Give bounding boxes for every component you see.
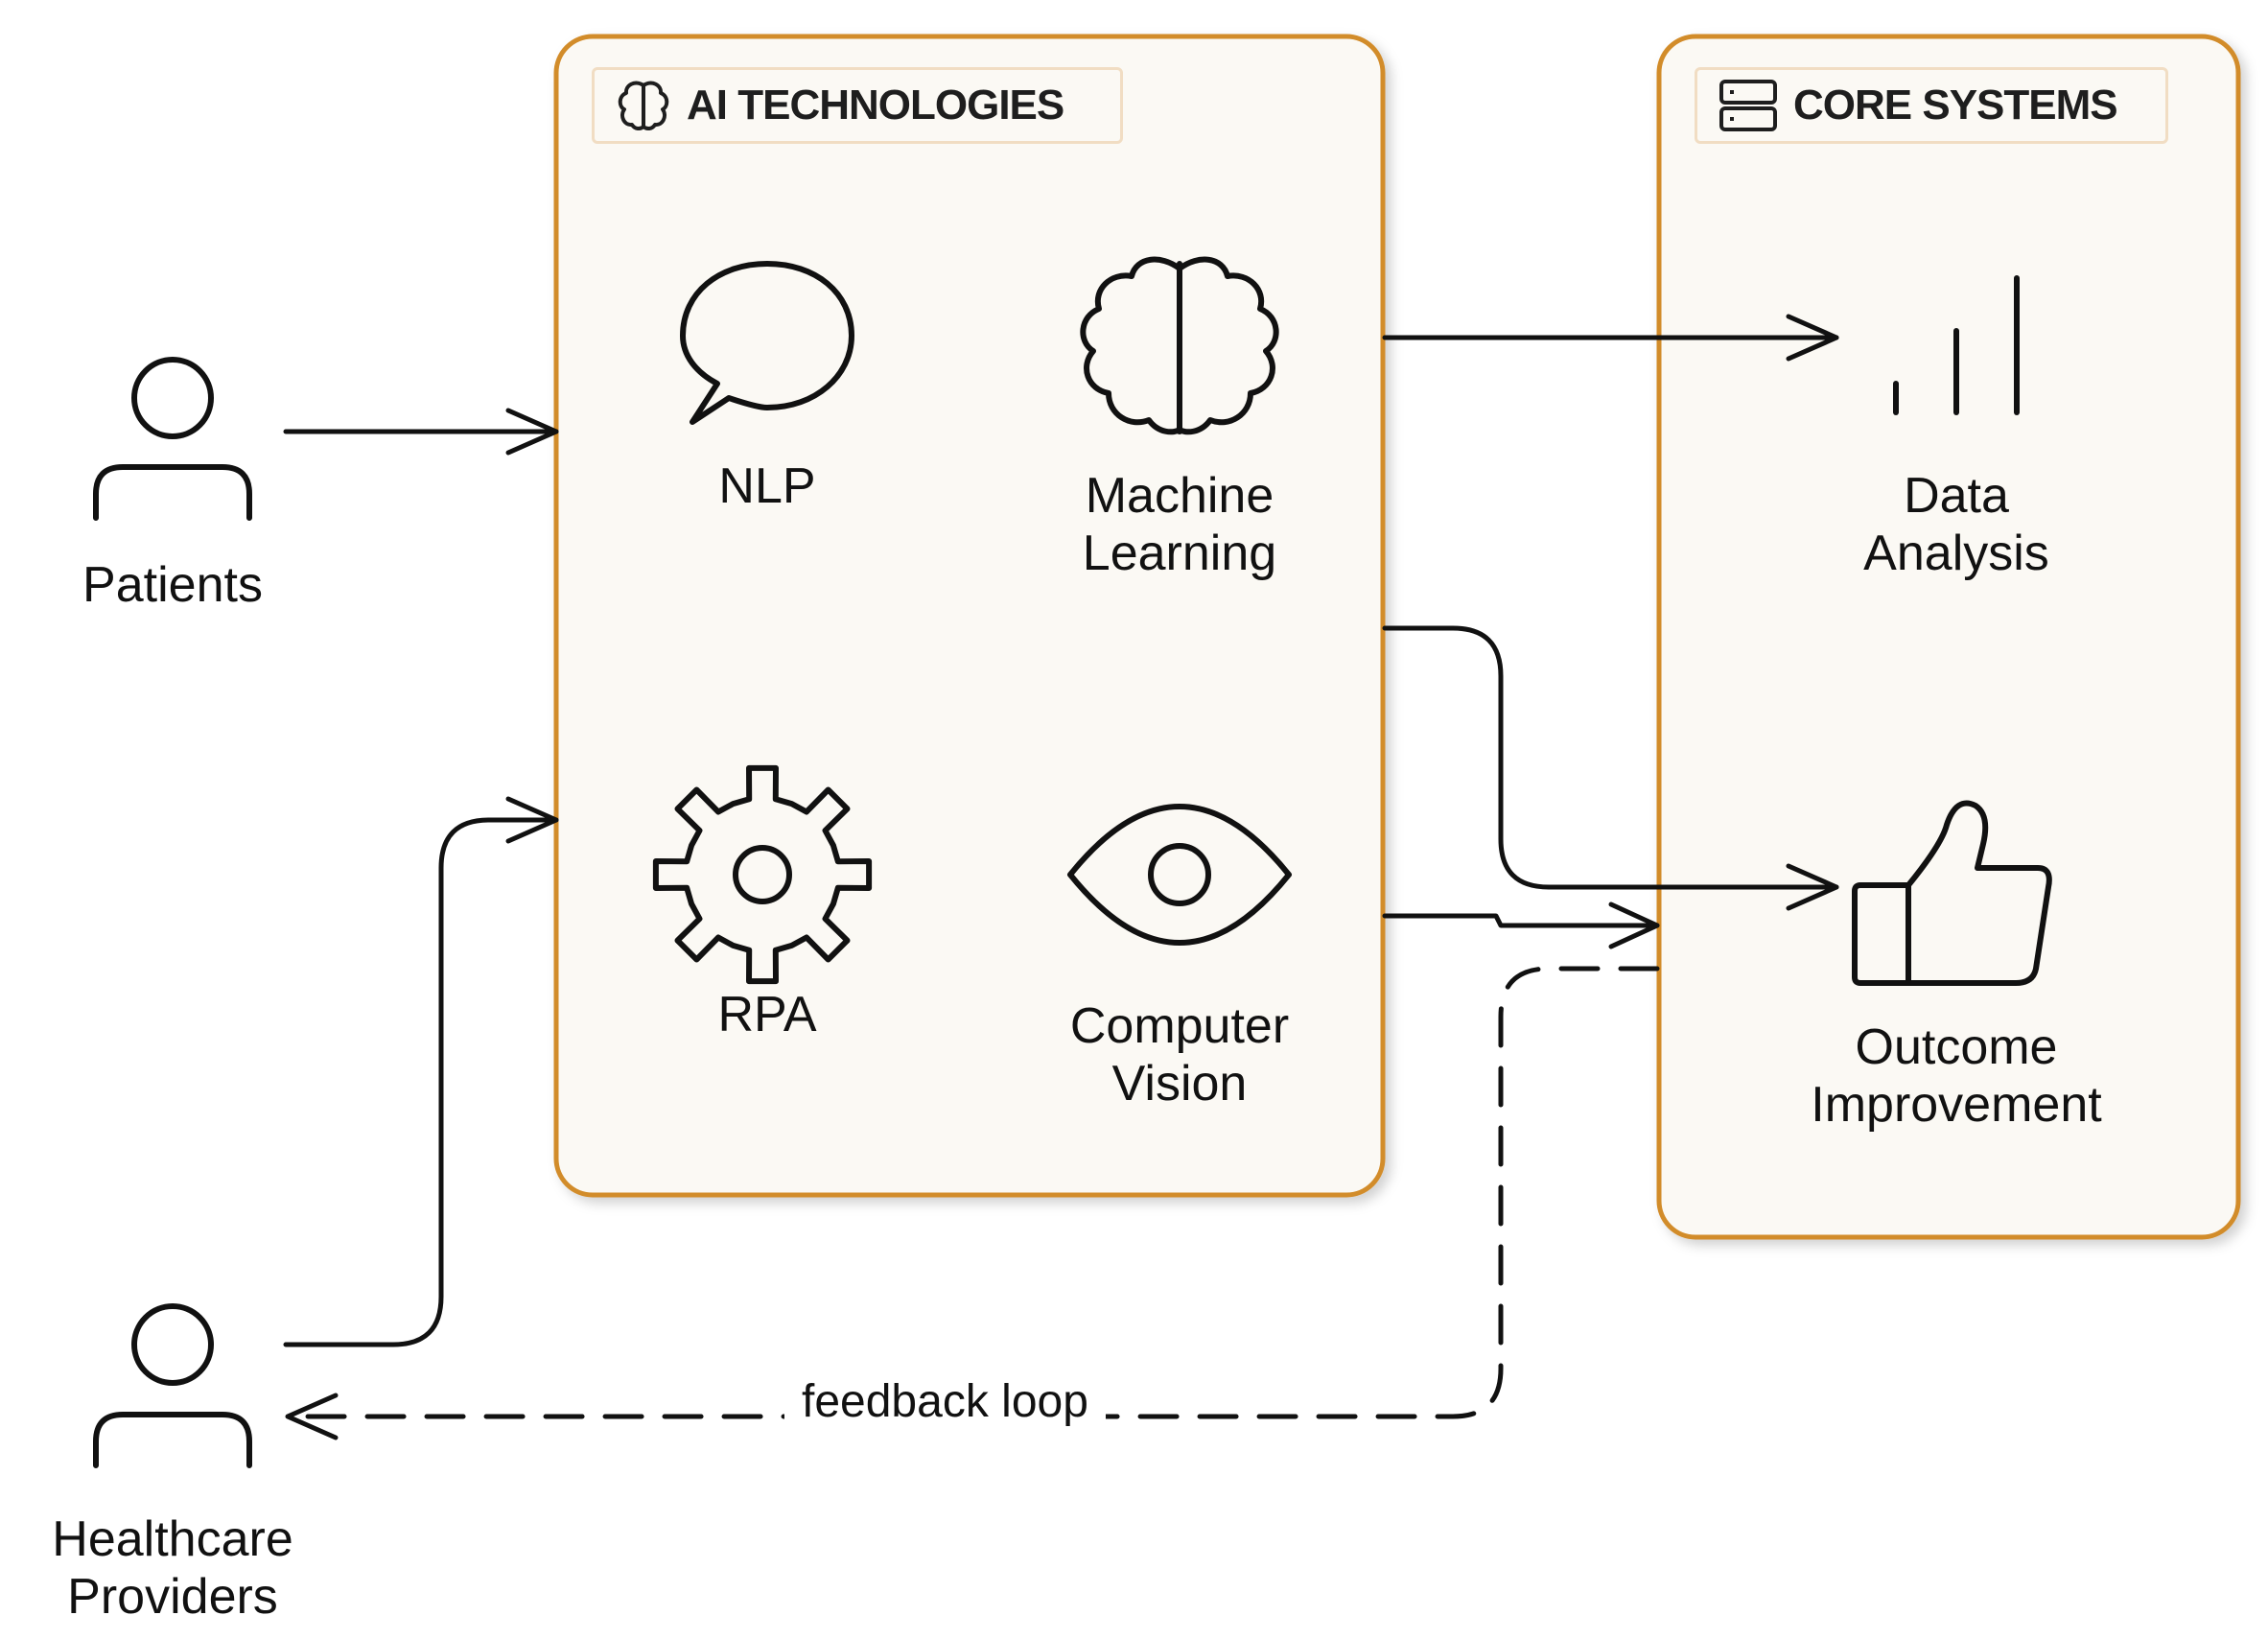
providers-person-icon <box>93 1303 252 1468</box>
edge-ai-to-outcome <box>1382 625 1839 911</box>
edge-patients-to-ai <box>283 408 559 456</box>
ai-technologies-title: AI TECHNOLOGIES <box>687 82 1064 129</box>
bar-chart-icon <box>1893 275 2020 415</box>
ai-technologies-badge: AI TECHNOLOGIES <box>592 67 1123 144</box>
edge-providers-to-ai <box>283 796 559 1347</box>
speech-bubble-icon <box>680 261 854 425</box>
data-analysis-label: Data Analysis <box>1863 468 2049 581</box>
computer-vision-label: Computer Vision <box>1069 998 1290 1112</box>
nlp-label: NLP <box>718 458 816 514</box>
edge-ai-to-data-analysis <box>1382 314 1839 362</box>
brain-icon <box>618 81 669 131</box>
patients-label: Patients <box>82 557 263 613</box>
providers-label: Healthcare Providers <box>52 1511 293 1625</box>
feedback-loop-label: feedback loop <box>784 1375 1106 1428</box>
core-systems-title: CORE SYSTEMS <box>1793 82 2118 129</box>
outcome-improvement-label: Outcome Improvement <box>1811 1019 2102 1133</box>
gear-icon <box>652 764 873 985</box>
edge-vision-to-core <box>1382 901 1660 949</box>
core-systems-badge: CORE SYSTEMS <box>1695 67 2168 144</box>
server-icon <box>1719 80 1777 131</box>
rpa-label: RPA <box>717 987 817 1042</box>
machine-learning-label: Machine Learning <box>1082 468 1277 581</box>
eye-icon <box>1067 804 1292 946</box>
edge-feedback-loop <box>285 966 1660 1440</box>
patients-person-icon <box>93 357 252 521</box>
brain-icon <box>1080 256 1279 435</box>
thumbs-up-icon <box>1852 800 2052 986</box>
